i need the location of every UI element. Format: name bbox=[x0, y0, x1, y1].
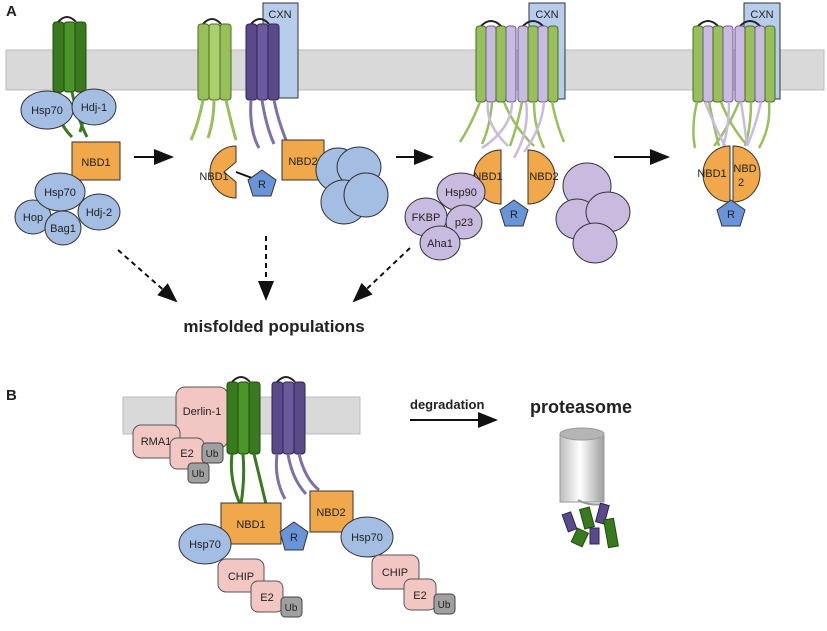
rma1-label: RMA1 bbox=[141, 436, 172, 448]
peptide-fragments bbox=[561, 502, 619, 549]
nbd2-stage4-label-line1: NBD bbox=[733, 163, 756, 175]
cxn-stage2-label: CXN bbox=[268, 9, 291, 21]
aha1-label: Aha1 bbox=[427, 238, 453, 250]
ub-right-b: Ub bbox=[433, 593, 456, 615]
green-tm-helices bbox=[52, 16, 89, 139]
e2-right-b-label: E2 bbox=[413, 590, 426, 602]
nbd1-stage4: NBD1 bbox=[697, 145, 731, 203]
erad-complex: Derlin-1 RMA1 E2 Ub Ub bbox=[132, 386, 229, 484]
chaperone-cluster-purple bbox=[555, 162, 631, 264]
r-stage2-label: R bbox=[258, 179, 266, 191]
derlin1-label: Derlin-1 bbox=[183, 406, 222, 418]
aha1: Aha1 bbox=[419, 225, 461, 261]
hsp70-right-b-label: Hsp70 bbox=[351, 532, 383, 544]
hdj1: Hdj-1 bbox=[71, 88, 117, 126]
nbd1-stage1: NBD1 bbox=[71, 141, 121, 181]
helix-bundle-left-stage3 bbox=[475, 20, 517, 103]
cxn-stage3-label: CXN bbox=[535, 9, 558, 21]
r-domain-stage2: R bbox=[247, 169, 277, 197]
chip-pathway-right: Hsp70 CHIP E2 Ub bbox=[340, 516, 456, 615]
proteasome-cylinder bbox=[559, 427, 605, 506]
e2-left-b-label: E2 bbox=[260, 592, 273, 604]
nbd1-b-label: NBD1 bbox=[236, 519, 265, 531]
ub-right-b-label: Ub bbox=[438, 600, 451, 611]
e2-right-b: E2 bbox=[403, 578, 437, 611]
nbd1-stage2-label: NBD1 bbox=[199, 171, 228, 183]
panel-b-label: B bbox=[6, 387, 17, 404]
hsp70-top: Hsp70 bbox=[20, 90, 74, 130]
hdj1-label: Hdj-1 bbox=[81, 102, 107, 114]
hdj2-label: Hdj-2 bbox=[86, 207, 112, 219]
nbd2-stage2-label: NBD2 bbox=[288, 156, 317, 168]
purple-dark-helices bbox=[245, 18, 288, 149]
r-stage3-label: R bbox=[510, 209, 518, 221]
dashed-arrow-3 bbox=[352, 247, 411, 303]
e2-left-b: E2 bbox=[250, 580, 284, 613]
p23: p23 bbox=[445, 204, 483, 240]
hsp70-bottom-label: Hsp70 bbox=[44, 187, 76, 199]
fkbp-label: FKBP bbox=[412, 212, 441, 224]
ub-top2: Ub bbox=[187, 462, 210, 484]
hsp70-bottom: Hsp70 bbox=[34, 172, 86, 212]
hsp70-left-b: Hsp70 bbox=[178, 523, 232, 565]
bag1: Bag1 bbox=[44, 210, 82, 246]
chip-left-b-label: CHIP bbox=[228, 571, 254, 583]
rma1: RMA1 bbox=[132, 424, 181, 459]
green-light-helices bbox=[189, 18, 238, 141]
hsp70-left-b-label: Hsp70 bbox=[189, 539, 221, 551]
hdj2: Hdj-2 bbox=[77, 193, 121, 231]
chaperone-cluster-blue bbox=[315, 146, 389, 225]
nbd1-stage1-label: NBD1 bbox=[81, 157, 110, 169]
panel-a-label: A bbox=[6, 3, 17, 20]
hsp90: Hsp90 bbox=[436, 172, 486, 212]
nbd1-stage4-label: NBD1 bbox=[697, 168, 726, 180]
helix-bundle-right-stage3 bbox=[517, 20, 559, 103]
r-domain-b: R bbox=[279, 521, 309, 551]
nbd2-stage3: NBD2 bbox=[527, 149, 559, 205]
stage1-cftr-nascent: Hsp70 Hdj-1 NBD1 Hop Bag1 Hdj-2 Hsp70 bbox=[14, 16, 121, 246]
hsp90-label: Hsp90 bbox=[445, 187, 477, 199]
nbd1-b: NBD1 bbox=[220, 502, 282, 545]
chip-pathway-left: Hsp70 CHIP E2 Ub bbox=[178, 523, 303, 618]
dashed-arrow-1 bbox=[117, 249, 178, 303]
p23-label: p23 bbox=[455, 217, 473, 229]
cftr-misfolded-b: NBD1 R NBD2 bbox=[220, 376, 354, 551]
ub-left-b: Ub bbox=[280, 596, 303, 618]
hsp70-top-label: Hsp70 bbox=[31, 105, 63, 117]
stage3-cftr-assembly: CXN NBD1 NBD2 R bbox=[404, 2, 631, 264]
stage4-cftr-folded: CXN NBD1 NBD 2 R bbox=[692, 2, 781, 227]
nbd2-b-label: NBD2 bbox=[316, 507, 345, 519]
r-domain-stage3: R bbox=[499, 199, 529, 227]
e2-top-label: E2 bbox=[180, 448, 193, 460]
purple-helices-b bbox=[271, 376, 320, 500]
nbd2-stage4-label-line2: 2 bbox=[738, 177, 744, 189]
nbd1-stage2: NBD1 bbox=[199, 145, 237, 199]
proteasome-label: proteasome bbox=[530, 397, 632, 417]
hop-label: Hop bbox=[23, 212, 43, 224]
ub-top1: Ub bbox=[201, 442, 224, 464]
nbd2-stage4: NBD 2 bbox=[732, 145, 761, 203]
chip-right-b-label: CHIP bbox=[382, 567, 408, 579]
ub-top2-label: Ub bbox=[192, 469, 205, 480]
nbd1-stage3-label: NBD1 bbox=[473, 171, 502, 183]
green-helices-b bbox=[226, 376, 268, 505]
membrane-a bbox=[5, 49, 825, 91]
ub-left-b-label: Ub bbox=[285, 603, 298, 614]
cxn-stage4-label: CXN bbox=[750, 9, 773, 21]
helix-bundle-left-stage4 bbox=[692, 20, 734, 103]
e2-top: E2 bbox=[169, 437, 205, 470]
helix-bundle-right-stage4 bbox=[734, 20, 776, 103]
degradation-label: degradation bbox=[410, 397, 484, 412]
misfolded-populations-label: misfolded populations bbox=[183, 317, 364, 336]
r-b-label: R bbox=[290, 532, 298, 544]
nbd2-stage3-label: NBD2 bbox=[529, 171, 558, 183]
r-stage4-label: R bbox=[727, 209, 735, 221]
derlin1: Derlin-1 bbox=[175, 386, 229, 449]
r-domain-stage4: R bbox=[716, 199, 746, 227]
ub-top1-label: Ub bbox=[206, 449, 219, 460]
hsp70-right-b: Hsp70 bbox=[340, 516, 394, 558]
bag1-label: Bag1 bbox=[50, 223, 76, 235]
stage2-cftr-partial: CXN NBD1 R NBD2 bbox=[189, 2, 389, 225]
